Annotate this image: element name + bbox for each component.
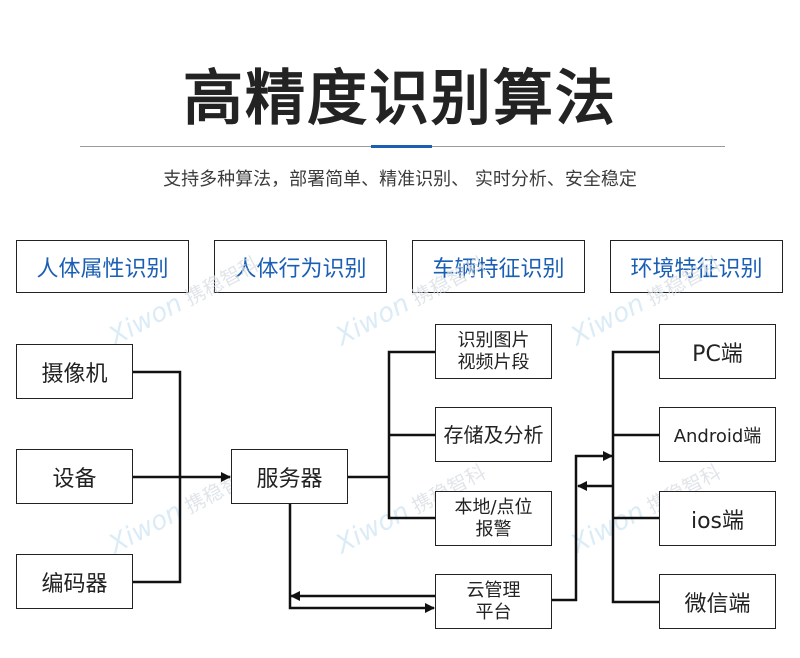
- node-recognized-media: 识别图片 视频片段: [435, 324, 552, 379]
- page-title: 高精度识别算法: [183, 64, 617, 134]
- edge-client-bus: [611, 350, 659, 604]
- node-camera: 摄像机: [16, 344, 133, 399]
- node-client-android: Android端: [659, 407, 776, 462]
- divider-accent: [371, 145, 432, 148]
- node-server: 服务器: [231, 449, 348, 504]
- edge-server-to-cloud: [288, 503, 435, 613]
- page-subtitle: 支持多种算法，部署简单、精准识别、 实时分析、安全稳定: [163, 169, 637, 190]
- node-encoder: 编码器: [16, 554, 133, 609]
- edge-cloud-to-clients: [551, 451, 613, 602]
- node-client-pc: PC端: [659, 324, 776, 379]
- category-vehicle-feature: 车辆特征识别: [412, 240, 585, 293]
- node-local-alarm: 本地/点位 报警: [435, 491, 552, 546]
- node-client-wechat: 微信端: [659, 574, 776, 629]
- node-cloud-platform: 云管理 平台: [435, 574, 552, 629]
- node-client-ios: ios端: [659, 491, 776, 546]
- node-device: 设备: [16, 449, 133, 504]
- category-human-behavior: 人体行为识别: [214, 240, 387, 293]
- category-human-attribute: 人体属性识别: [16, 240, 189, 293]
- node-storage-analysis: 存储及分析: [435, 407, 552, 462]
- category-environment-feature: 环境特征识别: [610, 240, 783, 293]
